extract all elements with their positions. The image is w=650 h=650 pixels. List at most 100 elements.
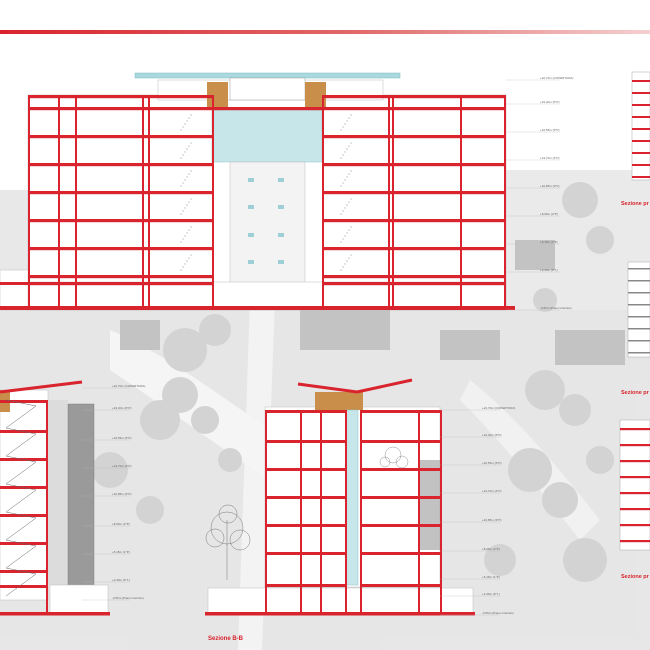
floor-slab bbox=[632, 176, 650, 178]
column bbox=[392, 95, 394, 307]
floor-slab bbox=[620, 444, 650, 447]
level-label: +16,55m (5°P) bbox=[482, 461, 501, 465]
level-label: -0,55m (Piano interrato) bbox=[482, 611, 514, 615]
floor-slab bbox=[265, 468, 345, 471]
floor-slab bbox=[628, 340, 650, 342]
floor-slab bbox=[632, 152, 650, 154]
floor-slab bbox=[265, 584, 345, 587]
stair-flight bbox=[5, 483, 37, 491]
floor-slab bbox=[632, 104, 650, 106]
floor-slab bbox=[360, 468, 442, 471]
cross-section-left: +22,70m (COPERTURA)+19,40m (6°P)+16,55m … bbox=[0, 380, 145, 616]
floor-slab bbox=[628, 268, 650, 270]
floor-slab bbox=[28, 191, 212, 195]
floor-slab bbox=[265, 440, 345, 443]
floor-slab bbox=[360, 496, 442, 499]
floor-slab bbox=[0, 282, 28, 285]
level-label: +2,30m (P.T.) bbox=[482, 592, 500, 596]
section-b-b: +22,70m (COPERTURA)+19,40m (6°P)+16,55m … bbox=[205, 378, 515, 616]
stair-flight bbox=[5, 433, 37, 457]
level-label: +19,40m (6°P) bbox=[112, 406, 131, 410]
column bbox=[265, 410, 267, 612]
floor-slab bbox=[322, 275, 506, 279]
core-window bbox=[278, 233, 284, 237]
level-label: +10,85m (3°P) bbox=[112, 492, 131, 496]
level-label: +5,15m (1°P) bbox=[540, 240, 558, 244]
column bbox=[46, 400, 48, 612]
level-label: +22,70m (COPERTURA) bbox=[112, 384, 145, 388]
column bbox=[322, 95, 324, 307]
floor-slab bbox=[632, 164, 650, 166]
column bbox=[345, 410, 347, 612]
perspective-top bbox=[631, 71, 650, 181]
floor-slab bbox=[28, 275, 212, 279]
stair-flight bbox=[5, 455, 37, 463]
stair-flight bbox=[5, 545, 37, 569]
column bbox=[418, 410, 420, 612]
floor-slab bbox=[360, 440, 442, 443]
floor-slab bbox=[620, 508, 650, 511]
ground-slab bbox=[0, 306, 515, 310]
floor-slab bbox=[632, 92, 650, 94]
floor-slab bbox=[265, 496, 345, 499]
section-b-b-label: Sezione B-B bbox=[208, 636, 244, 642]
floor-slab bbox=[628, 280, 650, 282]
core-window bbox=[248, 260, 254, 264]
floor-slab bbox=[28, 135, 212, 139]
column bbox=[58, 95, 60, 307]
floor-slab bbox=[620, 492, 650, 495]
stair-flight bbox=[5, 539, 37, 547]
floor-slab bbox=[0, 400, 48, 403]
floor-slab bbox=[632, 128, 650, 130]
level-label: -0,55m (Piano interrato) bbox=[112, 596, 144, 600]
core-window bbox=[278, 260, 284, 264]
side-label-mid: Sezione pr bbox=[621, 390, 650, 396]
column bbox=[388, 95, 390, 307]
column bbox=[440, 410, 442, 612]
column bbox=[142, 95, 144, 307]
floor-slab bbox=[632, 80, 650, 82]
stair-flight bbox=[5, 517, 37, 541]
core-window bbox=[248, 205, 254, 209]
column bbox=[75, 95, 77, 307]
level-label: +2,30m (P.T.) bbox=[540, 268, 558, 272]
floor-slab bbox=[360, 584, 442, 587]
floor-slab bbox=[360, 552, 442, 555]
side-label-top: Sezione pr bbox=[621, 201, 650, 207]
level-label: +19,40m (6°P) bbox=[540, 100, 559, 104]
level-label: +5,15m (1°P) bbox=[112, 550, 130, 554]
level-label: +5,15m (1°P) bbox=[482, 575, 500, 579]
column bbox=[320, 410, 322, 612]
floor-slab bbox=[322, 95, 506, 99]
level-label: +10,85m (3°P) bbox=[482, 518, 501, 522]
stair-flight bbox=[5, 399, 37, 407]
floor-slab bbox=[628, 304, 650, 306]
floor-slab bbox=[28, 107, 506, 111]
floor-slab bbox=[28, 163, 212, 167]
level-label: +13,70m (4°P) bbox=[482, 489, 501, 493]
floor-slab bbox=[322, 247, 506, 251]
tree-sketch-small bbox=[379, 446, 409, 469]
floor-slab bbox=[0, 585, 48, 588]
floor-slab bbox=[28, 247, 212, 251]
floor-slab bbox=[265, 410, 345, 413]
floor-slab bbox=[360, 410, 442, 413]
floor-slab bbox=[322, 163, 506, 167]
core-window bbox=[248, 178, 254, 182]
level-label: +8,00m (2°P) bbox=[112, 522, 130, 526]
level-label: +22,70m (COPERTURA) bbox=[540, 76, 573, 80]
floor-slab bbox=[632, 116, 650, 118]
floor-slab bbox=[322, 135, 506, 139]
column bbox=[212, 95, 214, 307]
level-label: +19,40m (6°P) bbox=[482, 433, 501, 437]
side-perspectives bbox=[619, 71, 650, 551]
level-label: +2,30m (P.T.) bbox=[112, 578, 130, 582]
floor-slab bbox=[620, 476, 650, 479]
level-label: +13,70m (4°P) bbox=[112, 464, 131, 468]
column bbox=[28, 95, 30, 307]
header-band bbox=[0, 30, 650, 34]
level-label: -0,55m (Piano interrato) bbox=[540, 306, 572, 310]
column bbox=[148, 95, 150, 307]
